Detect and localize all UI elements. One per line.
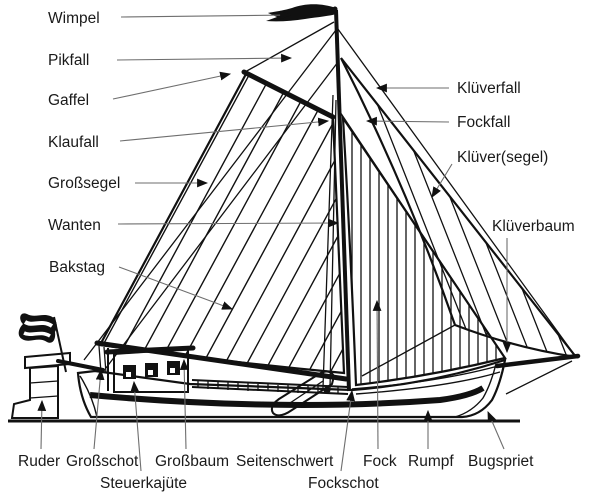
fock-seams [351,118,497,385]
rigging-lines [83,21,577,395]
wimpel-pennant [266,4,336,22]
leader-steuerkajuete [130,380,142,472]
flag-stripe [23,331,51,338]
label-kluversegel: Klüver(segel) [457,149,548,166]
leeboard-pivot [323,386,331,394]
flag-stripe [23,320,54,328]
label-pikfall: Pikfall [48,52,89,69]
label-kluverbaum: Klüverbaum [492,218,575,235]
label-fock: Fock [363,453,397,470]
leader-klaufall [119,117,330,142]
hull-wale-stripe [89,385,485,408]
label-wanten: Wanten [48,217,101,234]
leader-bugspriet [487,410,505,450]
leader-wimpel [120,10,292,20]
boat-illustration [8,4,581,423]
leader-fockschot [340,389,356,472]
kluever-outline [340,57,579,359]
label-fockschot: Fockschot [308,475,379,492]
label-grossegel: Großsegel [48,175,120,192]
label-gaffel: Gaffel [48,92,89,109]
leader-fockfall [365,116,450,126]
stern-flag [18,313,67,373]
label-ruder: Ruder [18,453,60,470]
gaff-spar [241,69,336,120]
cabin-window-pane [170,368,175,373]
label-bakstag: Bakstag [49,259,105,276]
leader-lines [37,10,512,472]
label-fockfall: Fockfall [457,114,510,131]
fock-sail [341,114,507,387]
mast [334,9,351,392]
hull-detail-lines [79,363,501,418]
leader-pikfall [116,53,293,63]
cabin-window-pane [126,372,131,377]
steering-cabin [104,345,196,393]
cabin-window-pane [148,370,153,375]
label-steuerkajuete: Steuerkajüte [100,475,187,492]
rudder-hinge-lines [29,380,59,399]
label-rumpf: Rumpf [408,453,454,470]
label-bugspriet: Bugspriet [468,453,534,470]
leeboard-inner-line [283,380,324,408]
diagram-labels: Wimpel Pikfall Gaffel Klaufall Großsegel… [18,10,575,492]
label-klaufall: Klaufall [48,134,99,151]
rudder-assembly [10,351,105,419]
leader-ruder [37,399,47,450]
label-grossbaum: Großbaum [155,453,229,470]
hull [76,358,507,419]
rudder-body [10,364,59,419]
leader-bakstag [118,266,234,310]
label-seitenschwert: Seitenschwert [236,453,334,470]
fock-outline [341,114,507,387]
leader-gaffel [112,71,232,100]
cabin-roof [104,345,196,355]
tiller [56,359,105,372]
leader-grossschot [93,368,105,450]
leader-grossbaum [179,358,189,450]
leeboard-blade [270,370,336,417]
mainsail-seams [100,74,344,373]
leader-kluversegel [431,163,453,198]
label-wimpel: Wimpel [48,10,100,27]
leeboard [270,370,336,417]
flag-cloth [18,313,57,343]
label-grossschot: Großschot [66,453,139,470]
bowsprit-spar [494,353,581,369]
leader-wanten [117,218,340,228]
label-kluverfall: Klüverfall [457,80,521,97]
leader-fock [372,299,382,450]
